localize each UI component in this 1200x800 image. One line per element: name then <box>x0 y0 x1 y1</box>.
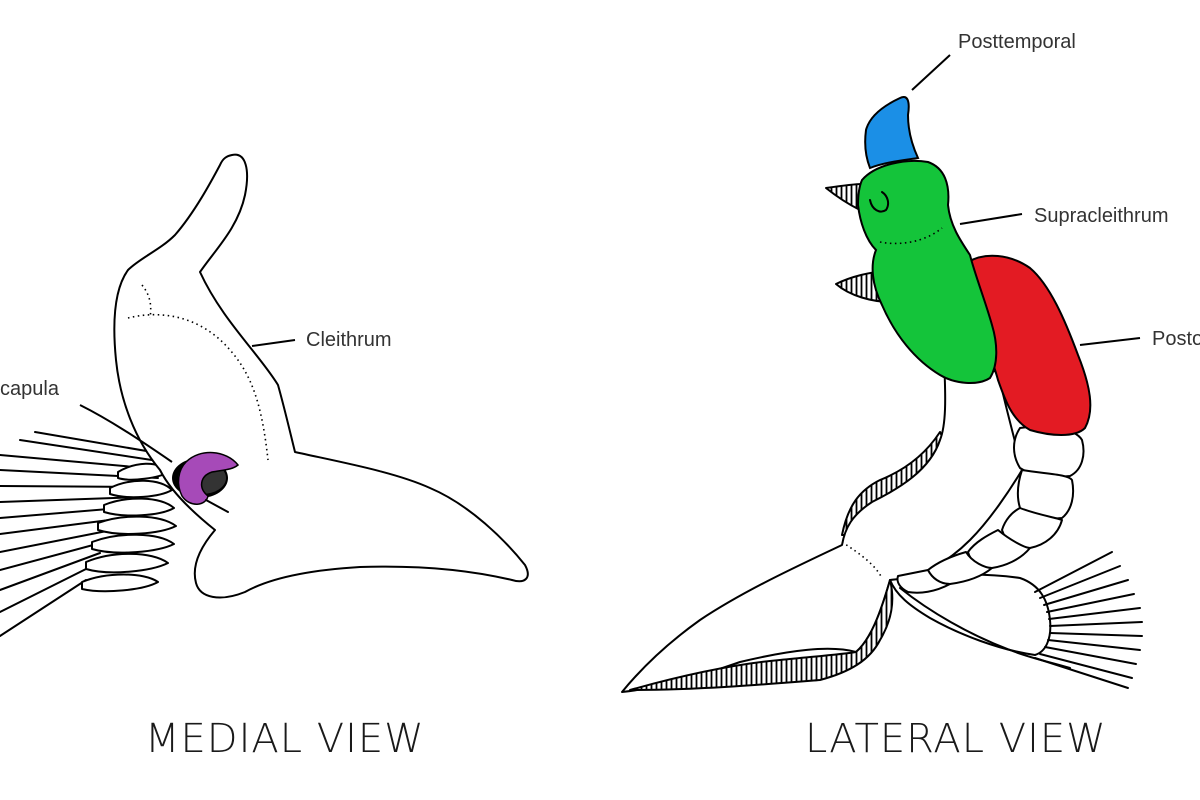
medial-scapula <box>172 451 240 513</box>
medial-view: Cleithrum capula MEDIAL VIEW <box>0 153 529 762</box>
lateral-view-title: LATERAL VIEW <box>805 716 1107 762</box>
label-postcleithrum: Posto <box>1152 328 1200 350</box>
postcleithrum-segments <box>896 425 1085 594</box>
medial-view-title: MEDIAL VIEW <box>145 716 425 762</box>
label-posttemporal: Posttemporal <box>958 31 1076 53</box>
medial-radials <box>81 462 177 593</box>
label-supracleithrum: Supracleithrum <box>1034 205 1169 227</box>
lateral-fin-rays <box>1034 551 1143 689</box>
scapula-colored <box>177 451 240 505</box>
medial-cleithrum <box>113 153 529 599</box>
posttemporal-colored <box>864 96 920 170</box>
lateral-cleithrum-lower <box>621 359 1023 693</box>
lateral-view: Posttemporal Supracleithrum Posto LATERA… <box>621 31 1200 762</box>
supracleithrum-colored <box>856 159 998 384</box>
label-scapula: capula <box>0 378 60 400</box>
hatched-process-upper <box>825 183 863 211</box>
label-cleithrum: Cleithrum <box>306 329 392 351</box>
